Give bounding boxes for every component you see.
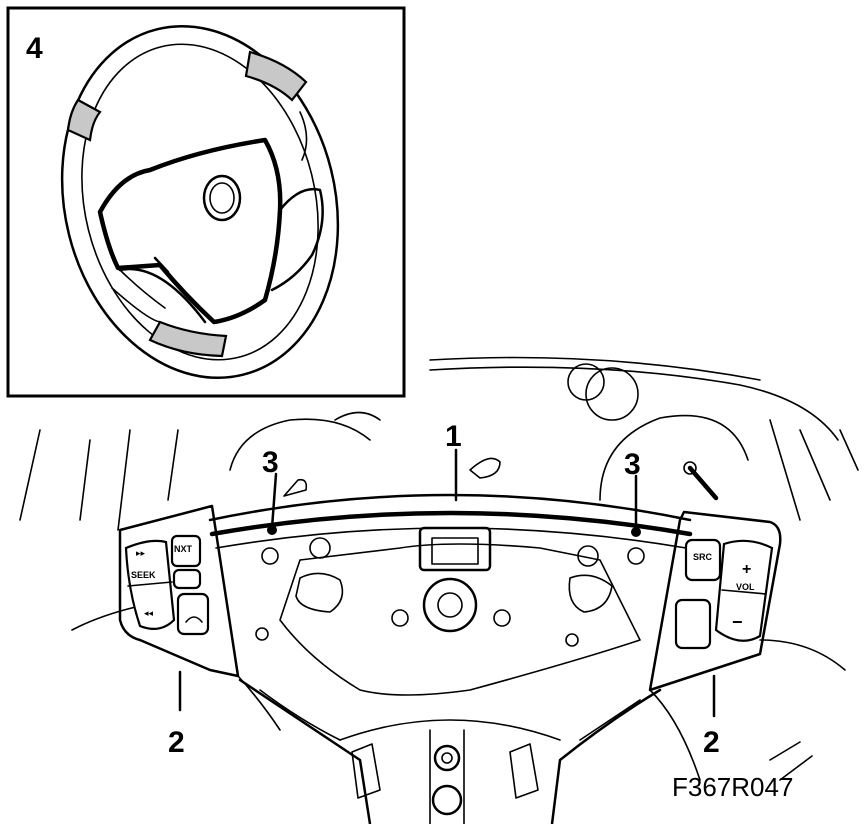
callout-leaders [178, 448, 716, 781]
steering-wheel-body [208, 493, 693, 824]
btn-vol-label: VOL [736, 582, 755, 592]
callout-1: 1 [445, 420, 462, 453]
btn-prev-track-label: ◂◂ [144, 608, 154, 618]
callout-3-right: 3 [624, 448, 641, 481]
btn-nxt-label: NXT [174, 544, 193, 554]
right-control-panel[interactable] [648, 510, 782, 692]
btn-seek-label: SEEK [131, 570, 156, 580]
left-control-panel[interactable] [118, 504, 240, 678]
btn-vol-down-label: − [732, 612, 743, 632]
btn-src-label: SRC [693, 552, 713, 562]
figure-code: F367R047 [672, 772, 793, 802]
btn-next-track-label: ▸▸ [136, 548, 146, 558]
inset-steering-wheel-view [6, 6, 406, 398]
callout-3-left: 3 [262, 446, 279, 479]
callout-2-right: 2 [703, 726, 720, 759]
callout-4: 4 [26, 32, 43, 65]
btn-vol-up-label: + [742, 561, 751, 578]
callout-2-left: 2 [168, 726, 185, 759]
instrument-cluster-outline [19, 356, 859, 781]
